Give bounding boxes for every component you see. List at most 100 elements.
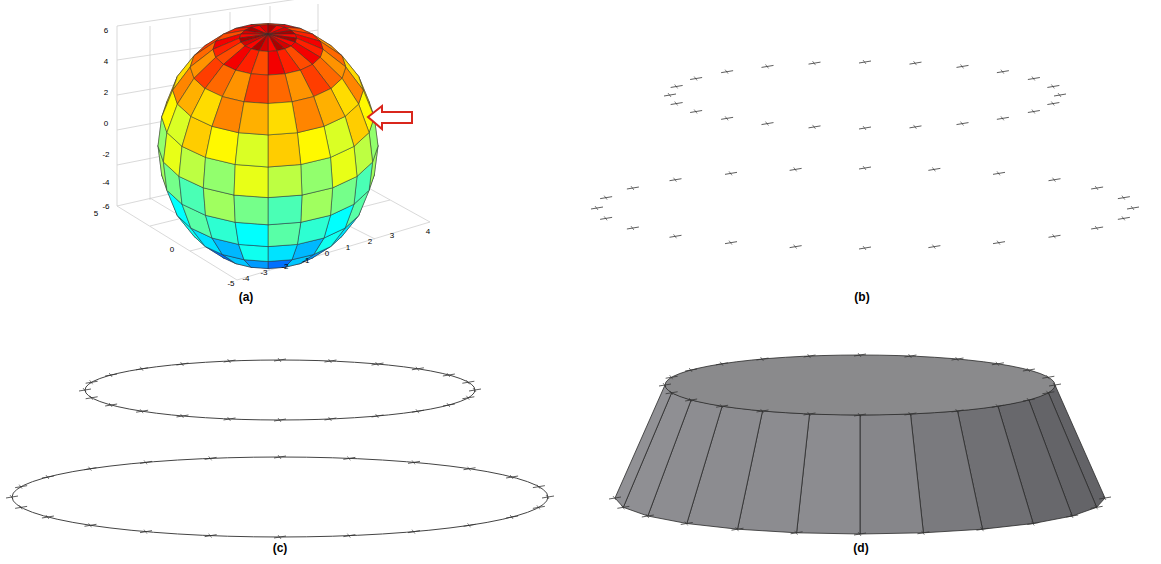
- point-mark: [1095, 505, 1098, 509]
- point-mark: [136, 410, 148, 412]
- contour-rings: [6, 358, 554, 539]
- point-mark: [685, 521, 688, 525]
- point-mark: [1027, 398, 1030, 402]
- point-mark: [228, 417, 231, 421]
- point-mark: [1122, 196, 1125, 200]
- panel-caption: (c): [273, 542, 288, 554]
- panel-caption: (d): [853, 542, 868, 554]
- point-mark: [809, 62, 821, 64]
- point-mark: [913, 125, 916, 129]
- point-mark: [90, 380, 93, 384]
- point-mark: [721, 71, 733, 73]
- point-mark: [1058, 93, 1061, 97]
- point-mark: [278, 455, 281, 459]
- point-mark: [863, 60, 866, 64]
- point-mark: [15, 486, 27, 488]
- point-mark: [766, 64, 769, 68]
- contour-ring: [85, 360, 475, 420]
- point-mark: [83, 388, 86, 392]
- surface-patch: [297, 126, 330, 164]
- point-mark: [720, 404, 723, 408]
- point-mark: [1127, 207, 1139, 209]
- point-mark: [997, 241, 1000, 245]
- point-mark: [1066, 515, 1078, 517]
- surface-patch: [268, 34, 277, 51]
- point-mark: [144, 460, 147, 464]
- point-mark: [510, 475, 513, 479]
- point-mark: [670, 391, 673, 395]
- axis-tick-label: -5: [227, 280, 234, 288]
- point-mark: [88, 523, 91, 527]
- point-mark: [1049, 384, 1061, 386]
- axis-tick-label: 4: [426, 228, 430, 236]
- axis-tick-label: 3: [390, 232, 394, 240]
- point-mark: [685, 369, 697, 371]
- axis-tick-label: 0: [104, 120, 108, 128]
- point-mark: [604, 196, 607, 200]
- point-mark: [993, 242, 1005, 244]
- point-mark: [1023, 369, 1035, 371]
- point-mark: [669, 179, 681, 181]
- point-mark: [546, 495, 549, 499]
- point-mark: [659, 384, 671, 386]
- surface-patch: [268, 195, 302, 225]
- frustum-solid: [609, 353, 1111, 536]
- point-mark: [813, 61, 816, 65]
- point-mark: [209, 456, 212, 460]
- point-mark: [278, 358, 281, 362]
- point-mark: [904, 413, 916, 415]
- point-mark: [863, 126, 866, 130]
- point-mark: [854, 354, 866, 356]
- point-mark: [412, 530, 415, 534]
- point-mark: [921, 531, 924, 535]
- point-mark: [90, 396, 93, 400]
- point-mark: [209, 534, 212, 538]
- point-mark: [977, 528, 989, 530]
- point-mark: [957, 123, 969, 125]
- point-mark: [794, 245, 797, 249]
- point-mark: [720, 362, 723, 366]
- point-mark: [533, 486, 545, 488]
- point-mark: [997, 171, 1000, 175]
- point-mark: [1070, 514, 1073, 518]
- point-mark: [447, 373, 450, 377]
- point-mark: [804, 355, 816, 357]
- point-mark: [84, 468, 96, 470]
- axis-tick-label: 0: [170, 246, 174, 254]
- point-mark: [412, 460, 415, 464]
- point-mark: [762, 123, 774, 125]
- surface-patch: [259, 34, 268, 51]
- point-mark: [591, 207, 603, 209]
- point-mark: [443, 404, 455, 406]
- surface-patch: [251, 34, 268, 51]
- point-mark: [809, 126, 821, 128]
- point-mark: [140, 531, 152, 533]
- point-mark: [725, 70, 728, 74]
- point-mark: [613, 496, 616, 500]
- point-mark: [181, 362, 184, 366]
- point-rings: [591, 60, 1139, 250]
- point-mark: [627, 187, 639, 189]
- point-mark: [795, 531, 798, 535]
- point-mark: [1118, 217, 1130, 219]
- point-mark: [666, 376, 678, 378]
- point-mark: [961, 64, 964, 68]
- point-mark: [324, 418, 336, 420]
- point-mark: [1027, 368, 1030, 372]
- point-mark: [86, 381, 98, 383]
- point-mark: [1099, 497, 1111, 499]
- point-mark: [1032, 77, 1035, 81]
- panel-caption: (a): [239, 291, 254, 303]
- point-mark: [642, 515, 654, 517]
- point-mark: [109, 373, 112, 377]
- surface-patch: [212, 97, 244, 133]
- point-mark: [671, 85, 683, 87]
- point-mark: [15, 506, 27, 508]
- point-mark: [997, 71, 1009, 73]
- point-mark: [274, 419, 286, 421]
- point-mark: [1049, 235, 1061, 237]
- point-mark: [416, 367, 419, 371]
- point-mark: [928, 168, 940, 170]
- point-mark: [542, 496, 554, 498]
- point-mark: [1091, 227, 1103, 229]
